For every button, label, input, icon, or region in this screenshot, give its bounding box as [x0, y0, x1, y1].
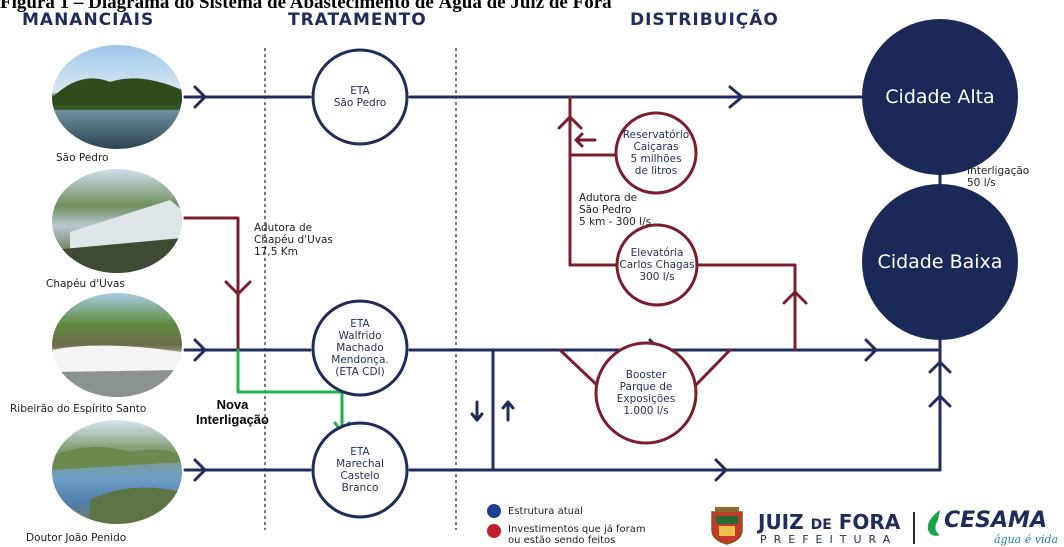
header-mananciais: MANANCIAIS	[22, 10, 155, 30]
figure-title: Figura 1 – Diagrama do Sistema de Abaste…	[0, 0, 612, 13]
header-tratamento: TRATAMENTO	[288, 10, 427, 30]
logo-divider	[913, 512, 915, 544]
booster-text: Booster Parque de Exposições 1.000 l/s	[616, 369, 676, 417]
label-chapeu-duvas: Chapéu d'Uvas	[46, 278, 125, 290]
label-joao-penido: Doutor João Penido	[26, 532, 127, 544]
cesama-drop-icon	[927, 510, 940, 536]
eta-cdi-text: ETA Walfrido Machado Mendonça. (ETA CDI)	[331, 318, 389, 378]
legend-invest-text: Investimentos que já foram ou estão send…	[508, 524, 646, 546]
investment-lines	[183, 95, 808, 388]
photo-ribeirao-espirito-santo	[52, 293, 182, 397]
label-ribeirao: Ribeirão do Espírito Santo	[10, 403, 147, 415]
cidade-alta-circle	[862, 19, 1018, 175]
label-sao-pedro: São Pedro	[56, 152, 109, 164]
reservatorio-text: Reservatório Caiçaras 5 milhões de litro…	[622, 129, 690, 177]
prefeitura-label: PREFEITURA	[760, 533, 898, 546]
cidade-baixa-circle	[862, 184, 1018, 340]
nova-interligacao-label: Nova Interligação	[196, 397, 269, 427]
eta-sao-pedro-circle	[311, 48, 409, 146]
photo-chapeu-duvas	[52, 169, 182, 273]
main-lines-current	[183, 95, 942, 472]
juiz-de-fora-logo: JUIZ DE FORA	[758, 510, 901, 534]
eta-mcb-circle	[311, 421, 409, 519]
legend-invest-dot	[487, 524, 501, 538]
legend-atual-text: Estrutura atual	[508, 506, 583, 517]
cidade-alta-label: Cidade Alta	[885, 86, 995, 108]
eta-mcb-text: ETA Marechal Castelo Branco	[336, 446, 384, 494]
elevatoria-text: Elevatória Carlos Chagas 300 l/s	[619, 247, 695, 283]
photo-sao-pedro	[52, 45, 182, 149]
cesama-tagline: água é vida	[994, 533, 1059, 546]
reservatorio-circle	[614, 111, 698, 195]
eta-sao-pedro-text: ETA São Pedro	[333, 85, 387, 109]
adutora-chapeu-label: Adutora de Chapéu d'Uvas 17,5 Km	[254, 222, 333, 258]
eta-cdi-circle	[311, 299, 409, 397]
interligacao-label: Interligação 50 l/s	[967, 165, 1030, 189]
juiz-de-fora-coat-of-arms-icon	[711, 507, 743, 545]
header-distribuicao: DISTRIBUIÇÃO	[630, 10, 779, 30]
adutora-sao-pedro-label: Adutora de São Pedro 5 km - 300 l/s	[579, 192, 652, 228]
legend-atual-dot	[487, 504, 501, 518]
cidade-baixa-label: Cidade Baixa	[877, 251, 1003, 273]
photo-doutor-joao-penido	[52, 420, 182, 524]
cesama-logo: CESAMA	[944, 508, 1047, 533]
elevatoria-circle	[615, 223, 699, 307]
arrows-current	[193, 85, 952, 482]
booster-circle	[594, 341, 698, 445]
